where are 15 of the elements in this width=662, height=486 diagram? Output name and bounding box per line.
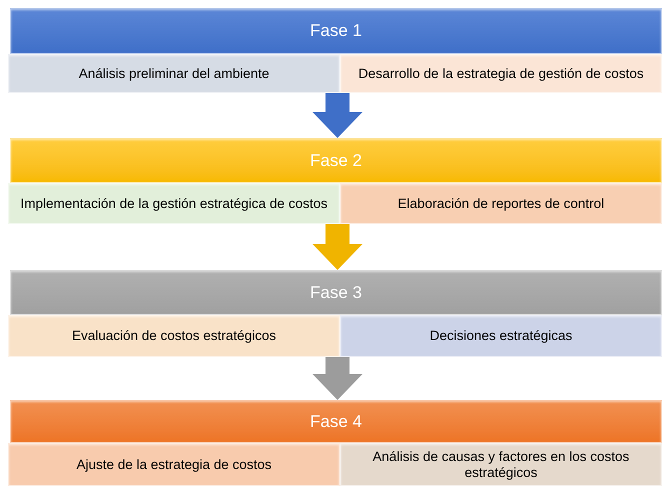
- step-box: Decisiones estratégicas: [340, 315, 662, 357]
- down-arrow: [312, 224, 362, 270]
- step-box: Desarrollo de la estrategia de gestión de costos: [340, 54, 662, 93]
- step-box: Evaluación de costos estratégicos: [8, 315, 340, 357]
- step-box: Elaboración de reportes de control: [340, 183, 662, 224]
- down-arrow: [312, 357, 362, 400]
- phase-header: Fase 4: [10, 400, 662, 443]
- phase-header: Fase 2: [10, 138, 662, 183]
- step-box: Implementación de la gestión estratégica de costos: [8, 183, 340, 224]
- phase-header: Fase 3: [10, 270, 662, 315]
- step-box: Análisis de causas y factores en los costos estratégicos: [340, 443, 662, 486]
- step-box: Ajuste de la estrategia de costos: [8, 443, 340, 486]
- step-box: Análisis preliminar del ambiente: [8, 54, 340, 93]
- phase-header: Fase 1: [10, 8, 662, 54]
- down-arrow: [312, 93, 362, 138]
